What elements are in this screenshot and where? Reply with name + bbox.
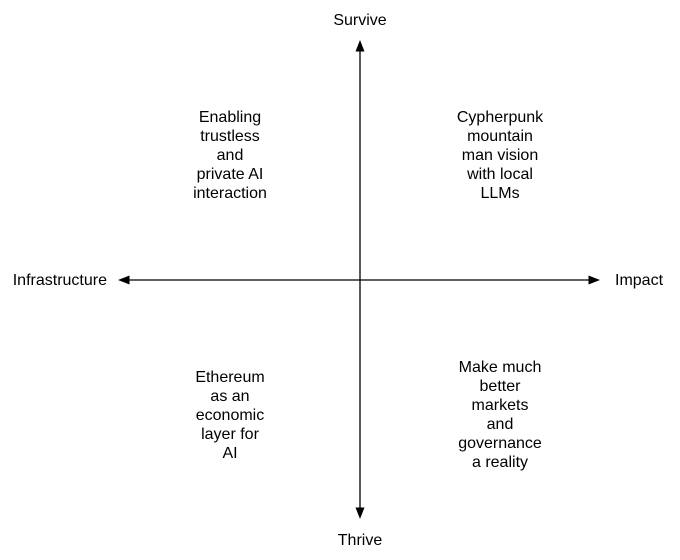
axis-label-thrive: Thrive <box>337 532 383 549</box>
quadrant-bottom-right-label: Make much better markets and governance … <box>458 359 542 471</box>
axis-label-impact: Impact <box>615 272 664 289</box>
axis-label-survive: Survive <box>333 12 387 29</box>
quadrant-top-right-label: Cypherpunk mountain man vision with loca… <box>456 109 544 202</box>
left-arrowhead-icon <box>118 275 130 285</box>
right-arrowhead-icon <box>588 275 600 285</box>
up-arrowhead-icon <box>355 40 365 52</box>
quadrant-bottom-left-label: Ethereum as an economic layer for AI <box>195 369 265 462</box>
down-arrowhead-icon <box>355 507 365 519</box>
quadrant-top-left-label: Enabling trustless and private AI intera… <box>193 109 267 202</box>
axis-label-infrastructure: Infrastructure <box>12 272 107 289</box>
